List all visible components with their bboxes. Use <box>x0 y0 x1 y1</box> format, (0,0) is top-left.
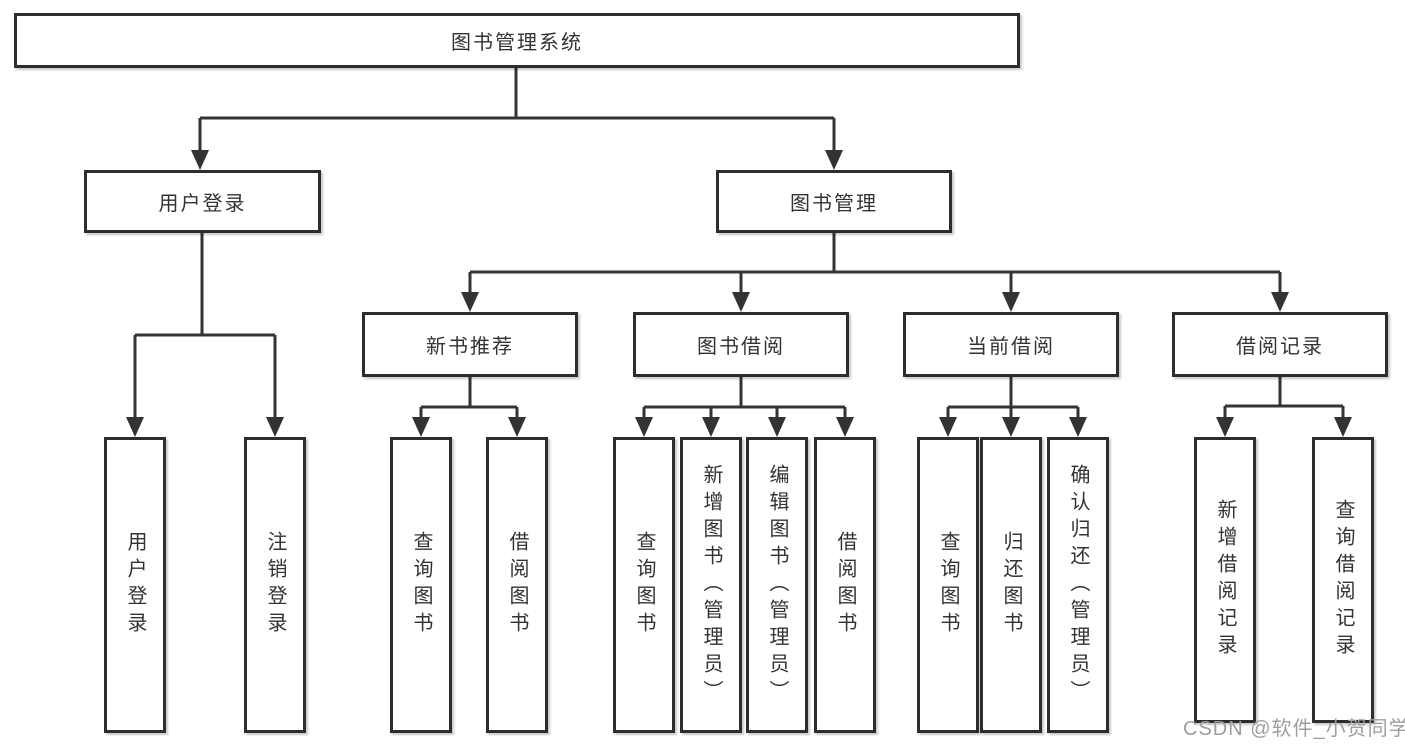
node-book-management: 图书管理 <box>716 170 952 233</box>
node-leaf-query-books-current: 查询图书 <box>917 437 979 733</box>
node-leaf-query-borrow-record: 查询借阅记录 <box>1312 437 1374 723</box>
node-user-login: 用户登录 <box>84 170 321 233</box>
node-book-borrow-label: 图书借阅 <box>697 336 785 358</box>
node-leaf-add-borrow-record: 新增借阅记录 <box>1194 437 1256 723</box>
node-leaf-add-borrow-record-label: 新增借阅记录 <box>1214 499 1236 661</box>
node-leaf-query-borrow-record-label: 查询借阅记录 <box>1332 499 1354 661</box>
node-leaf-borrow-books-label: 借阅图书 <box>834 531 856 639</box>
node-book-borrow: 图书借阅 <box>633 312 849 377</box>
node-leaf-user-login-label: 用户登录 <box>124 531 146 639</box>
node-current-borrow-label: 当前借阅 <box>967 336 1055 358</box>
node-leaf-confirm-return-admin-label: 确认归还（管理员） <box>1067 463 1089 707</box>
node-leaf-add-books-admin-label: 新增图书（管理员） <box>700 463 722 707</box>
node-leaf-return-books-label: 归还图书 <box>1000 531 1022 639</box>
node-current-borrow: 当前借阅 <box>903 312 1119 377</box>
node-leaf-user-login: 用户登录 <box>104 437 166 733</box>
node-borrow-records-label: 借阅记录 <box>1236 336 1324 358</box>
node-leaf-query-books-borrow: 查询图书 <box>613 437 675 733</box>
node-leaf-query-books-current-label: 查询图书 <box>937 531 959 639</box>
node-leaf-query-books-new-label: 查询图书 <box>410 531 432 639</box>
node-leaf-borrow-books: 借阅图书 <box>814 437 876 733</box>
node-leaf-query-books-borrow-label: 查询图书 <box>633 531 655 639</box>
node-library-system-label: 图书管理系统 <box>451 32 583 54</box>
node-leaf-edit-books-admin: 编辑图书（管理员） <box>746 437 808 733</box>
node-library-system: 图书管理系统 <box>14 13 1020 68</box>
node-leaf-query-books-new: 查询图书 <box>390 437 452 733</box>
node-leaf-add-books-admin: 新增图书（管理员） <box>680 437 742 733</box>
node-new-book-recommend: 新书推荐 <box>362 312 578 377</box>
node-book-management-label: 图书管理 <box>790 193 878 215</box>
node-leaf-logout: 注销登录 <box>244 437 306 733</box>
node-leaf-edit-books-admin-label: 编辑图书（管理员） <box>766 463 788 707</box>
connector-lines <box>133 68 1345 422</box>
node-leaf-borrow-books-new: 借阅图书 <box>486 437 548 733</box>
node-leaf-logout-label: 注销登录 <box>264 531 286 639</box>
node-leaf-borrow-books-new-label: 借阅图书 <box>506 531 528 639</box>
watermark: CSDN @软件_小贺同学 <box>1183 718 1405 740</box>
node-user-login-label: 用户登录 <box>158 193 247 215</box>
node-leaf-confirm-return-admin: 确认归还（管理员） <box>1047 437 1109 733</box>
node-borrow-records: 借阅记录 <box>1172 312 1388 377</box>
node-leaf-return-books: 归还图书 <box>980 437 1042 733</box>
arrowheads <box>126 150 1352 437</box>
node-new-book-recommend-label: 新书推荐 <box>426 336 514 358</box>
